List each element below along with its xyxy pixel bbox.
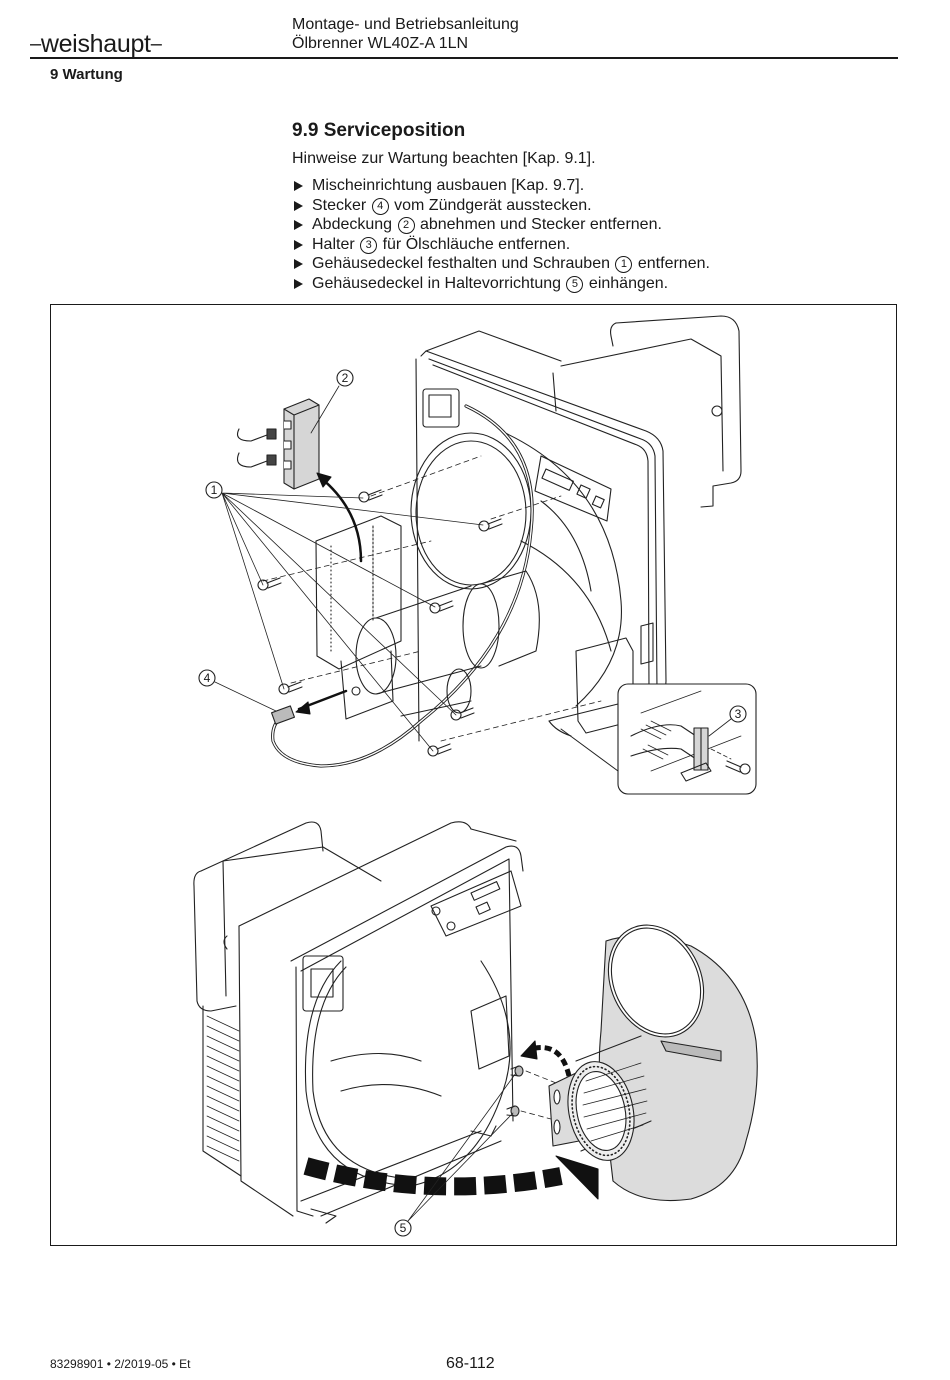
step-item: Mischeinrichtung ausbauen [Kap. 9.7]. [292, 176, 710, 196]
step-text: abnehmen und Stecker entfernen. [415, 216, 662, 234]
hook-arrow-icon [520, 1040, 572, 1077]
header-divider [30, 57, 898, 59]
rear-flange [615, 315, 742, 508]
bullet-triangle-icon [294, 239, 303, 250]
brand-name: weishaupt [40, 30, 151, 58]
hook-pin-icon [510, 1065, 524, 1077]
document-code: 83298901 • 2/2019-05 • Et [50, 1357, 191, 1371]
section-intro: Hinweise zur Wartung beachten [Kap. 9.1]… [292, 150, 596, 167]
burner-lower-drawing [193, 821, 557, 1224]
step-item: Gehäusedeckel festhalten und Schrauben 1… [292, 254, 710, 274]
callout-number: 5 [566, 275, 584, 293]
bullet-triangle-icon [294, 259, 303, 270]
fan-opening [410, 432, 532, 590]
step-item: Abdeckung 2 abnehmen und Stecker entfern… [292, 215, 710, 235]
screws-group [257, 489, 503, 757]
rear-flange [193, 870, 237, 1012]
curved-arrow-icon [319, 476, 363, 563]
ignition-unit [315, 515, 402, 670]
arrowhead-icon [316, 472, 332, 488]
cover-part [236, 398, 320, 490]
callout-number: 2 [397, 217, 415, 235]
callout-number: 1 [211, 483, 218, 497]
blower-inlet [607, 924, 705, 1038]
callout-number: 3 [360, 236, 378, 254]
screw-icon [257, 577, 282, 591]
bullet-triangle-icon [294, 200, 303, 211]
step-item: Halter 3 für Ölschläuche entfernen. [292, 235, 710, 255]
document-header: Montage- und Betriebsanleitung Ölbrenner… [292, 15, 519, 53]
display-panel [534, 455, 612, 522]
step-text: vom Zündgerät ausstecken. [389, 196, 592, 214]
holder-detail-inset [548, 683, 757, 795]
doc-title-line1: Montage- und Betriebsanleitung [292, 16, 519, 33]
callout-number: 2 [342, 371, 349, 385]
step-text: für Ölschläuche entfernen. [378, 235, 571, 253]
step-text: Mischeinrichtung ausbauen [Kap. 9.7]. [312, 177, 585, 194]
step-text: einhängen. [584, 274, 669, 292]
service-position-figure: 1 2 3 4 5 [50, 304, 897, 1246]
step-text: Abdeckung [312, 216, 397, 234]
blower-assembly [548, 924, 758, 1202]
callout-1: 1 [205, 481, 484, 752]
display-panel [430, 870, 522, 937]
blower-body-top [560, 338, 724, 472]
callout-2: 2 [310, 369, 354, 434]
callout-4: 4 [198, 669, 277, 712]
fan-volute [304, 960, 511, 1187]
step-list: Mischeinrichtung ausbauen [Kap. 9.7]. St… [292, 176, 710, 294]
callout-number: 4 [204, 671, 211, 685]
bullet-triangle-icon [294, 278, 303, 289]
screw-icon [450, 707, 475, 721]
screw-icon [358, 489, 383, 503]
step-text: Stecker [312, 196, 371, 214]
control-box [422, 388, 460, 428]
wire [236, 428, 268, 442]
screw-icon [278, 681, 303, 695]
bullet-triangle-icon [294, 181, 303, 191]
step-text: Gehäusedeckel in Haltevorrichtung [312, 274, 566, 292]
screw-icon [725, 760, 751, 775]
control-box [302, 955, 344, 1012]
callout-3: 3 [708, 705, 747, 737]
bullet-triangle-icon [294, 220, 303, 231]
callout-number: 3 [735, 707, 742, 721]
step-item: Stecker 4 vom Zündgerät ausstecken. [292, 196, 710, 216]
screw-icon [429, 600, 454, 614]
screw-icon [478, 518, 503, 532]
callout-number: 5 [400, 1221, 407, 1235]
burner-upper-drawing [262, 315, 742, 768]
doc-title-line2: Ölbrenner WL40Z-A 1LN [292, 35, 469, 52]
detail-frame [617, 683, 757, 795]
step-text: entfernen. [633, 255, 710, 273]
callout-number: 4 [371, 197, 389, 215]
section-title: 9.9 Serviceposition [292, 120, 466, 141]
step-text: Halter [312, 235, 360, 253]
hook-pin-icon [506, 1105, 520, 1117]
screw-icon [427, 743, 452, 757]
plug-part [271, 689, 348, 725]
swing-arrow-icon [303, 1155, 599, 1200]
housing-top [238, 821, 472, 927]
logo-dash-right: – [150, 33, 162, 55]
motor-cylinder [355, 617, 397, 695]
callout-5: 5 [394, 1072, 517, 1237]
wire [236, 452, 268, 468]
step-item: Gehäusedeckel in Haltevorrichtung 5 einh… [292, 274, 710, 294]
step-text: Gehäusedeckel festhalten und Schrauben [312, 255, 615, 273]
technical-illustration: 1 2 3 4 5 [193, 315, 758, 1237]
page-number: 68-112 [446, 1355, 495, 1372]
logo-dash-left: – [30, 33, 41, 55]
callout-number: 1 [615, 256, 633, 274]
chapter-title: 9 Wartung [50, 66, 123, 83]
louvers [206, 1015, 240, 1162]
brand-logo: –weishaupt– [30, 30, 162, 59]
